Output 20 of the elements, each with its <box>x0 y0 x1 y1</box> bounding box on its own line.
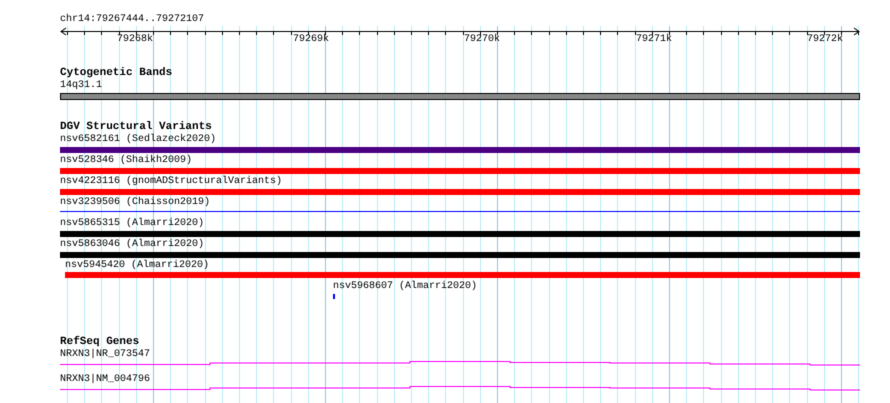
coordinate-label: chr14:79267444..79272107 <box>60 14 204 26</box>
feature-label: NRXN3|NM_004796 <box>60 374 150 386</box>
feature-label: nsv6582161 (Sedlazeck2020) <box>60 134 216 146</box>
tick-label: 79268k <box>116 34 153 46</box>
feature-label: 14q31.1 <box>60 80 102 92</box>
feature-label: NRXN3|NR_073547 <box>60 349 150 361</box>
feature-label: nsv3239506 (Chaisson2019) <box>60 197 210 209</box>
tick-label: 79272k <box>806 34 843 46</box>
feature-label: nsv528346 (Shaikh2009) <box>60 155 192 167</box>
feature-label: nsv5945420 (Almarri2020) <box>65 260 210 272</box>
feature-label: nsv5865315 (Almarri2020) <box>60 218 204 230</box>
feature-label: nsv5863046 (Almarri2020) <box>60 239 204 251</box>
track-heading: RefSeq Genes <box>60 336 140 348</box>
tick-label: 79269k <box>292 34 329 46</box>
feature-label: nsv4223116 (gnomADStructuralVariants) <box>60 176 282 188</box>
tick-label: 79270k <box>462 34 500 46</box>
tick-label: 79271k <box>634 34 672 46</box>
track-heading: DGV Structural Variants <box>60 121 212 133</box>
track-heading: Cytogenetic Bands <box>60 67 172 79</box>
feature-label: nsv5968607 (Almarri2020) <box>333 281 478 293</box>
